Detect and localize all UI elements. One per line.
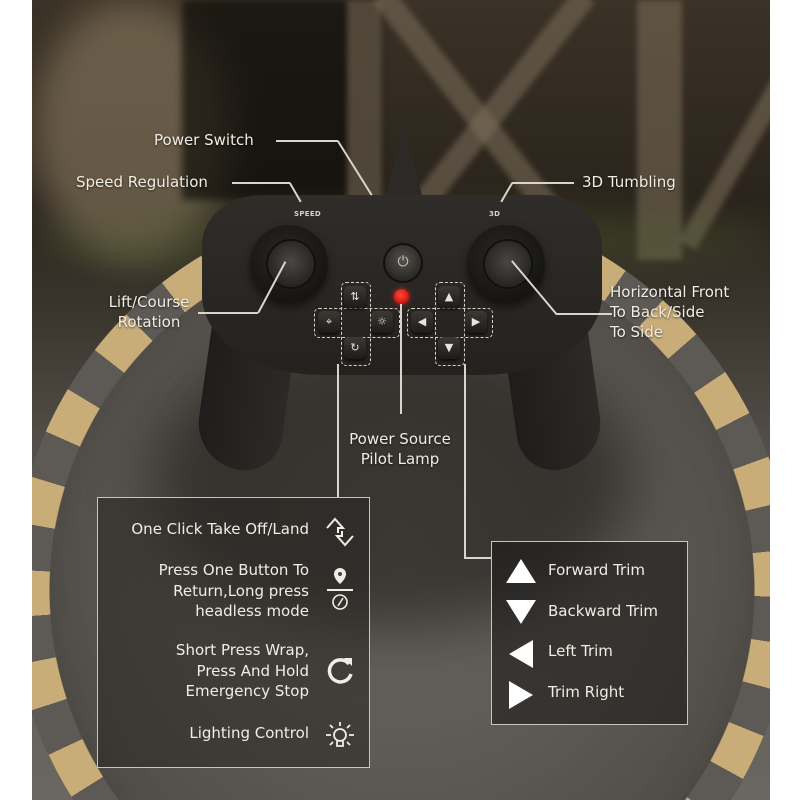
lift-course-rotation-label: Lift/Course Rotation [108, 293, 190, 331]
3d-label: 3D [489, 210, 501, 218]
right-pad-outline-vertical [435, 282, 465, 366]
trim-panel: Forward Trim Backward Trim Left Trim Tri… [491, 541, 688, 725]
right-trim-button[interactable]: ▶ [465, 311, 487, 333]
triangle-down-icon [506, 600, 536, 624]
function-panel: One Click Take Off/Land Press One Button… [97, 497, 370, 768]
right-joystick[interactable] [467, 225, 545, 303]
pilot-lamp-leader [400, 304, 402, 414]
lighting-button[interactable]: ☼ [371, 311, 393, 333]
power-switch-label: Power Switch [154, 131, 254, 149]
3d-tumbling-label: 3D Tumbling [582, 173, 676, 191]
light-icon [323, 720, 357, 756]
triangle-up-icon [506, 559, 536, 583]
product-infographic: SPEED 3D ⏻ ⇅ ⌖ ☼ ↻ ▲ ◀ ▶ ▼ Power Switch … [32, 0, 770, 800]
function-panel-leader [337, 364, 339, 497]
right-joystick-cap[interactable] [483, 239, 533, 289]
forward-trim-button[interactable]: ▲ [438, 286, 460, 308]
function-item-lighting: Lighting Control [98, 720, 369, 752]
light-icon: ☼ [377, 315, 387, 328]
return-headless-button[interactable]: ⌖ [318, 311, 340, 333]
return-headless-icon: ⌖ [325, 315, 333, 328]
arrow-up-icon: ▲ [444, 290, 454, 303]
left-pad-outline-vertical [341, 282, 371, 366]
backward-trim-button[interactable]: ▼ [438, 337, 460, 359]
function-item-rotate-stop: Short Press Wrap, Press And Hold Emergen… [98, 640, 369, 704]
left-joystick[interactable] [250, 225, 328, 303]
power-source-pilot-lamp-label: Power Source Pilot Lamp [349, 430, 451, 468]
trim-panel-leader [464, 364, 466, 557]
power-switch-leader [276, 140, 338, 142]
arrow-right-icon: ▶ [471, 315, 481, 328]
rotate-icon [323, 654, 357, 692]
horizontal-leader [556, 313, 612, 315]
takeoff-land-icon: ⇅ [350, 290, 360, 303]
arrow-left-icon: ◀ [417, 315, 427, 328]
takeoff-land-button[interactable]: ⇅ [344, 286, 366, 308]
rotate-stop-button[interactable]: ↻ [344, 337, 366, 359]
speed-regulation-label: Speed Regulation [76, 173, 208, 191]
triangle-left-icon [509, 640, 533, 668]
function-item-return-headless: Press One Button To Return,Long press he… [98, 560, 369, 624]
remote-controller: SPEED 3D ⏻ ⇅ ⌖ ☼ ↻ ▲ ◀ ▶ ▼ [32, 0, 770, 800]
background-pillar [637, 0, 682, 260]
horizontal-movement-label: Horizontal Front To Back/Side To Side [610, 283, 730, 341]
return-headless-icon [323, 564, 357, 620]
power-icon: ⏻ [397, 254, 409, 270]
triangle-right-icon [509, 681, 533, 709]
power-switch-button[interactable]: ⏻ [383, 243, 423, 283]
left-trim-button[interactable]: ◀ [411, 311, 433, 333]
3d-tumbling-leader [512, 182, 574, 184]
lift-rotation-leader [198, 312, 258, 314]
power-pilot-lamp [394, 289, 409, 304]
rotate-icon: ↻ [350, 341, 360, 354]
trim-panel-leader-horizontal [464, 557, 491, 559]
speed-regulation-leader [232, 182, 290, 184]
takeoff-land-icon [323, 516, 357, 552]
function-item-takeoff: One Click Take Off/Land [98, 516, 369, 547]
speed-label: SPEED [294, 210, 322, 218]
arrow-down-icon: ▼ [444, 341, 454, 354]
